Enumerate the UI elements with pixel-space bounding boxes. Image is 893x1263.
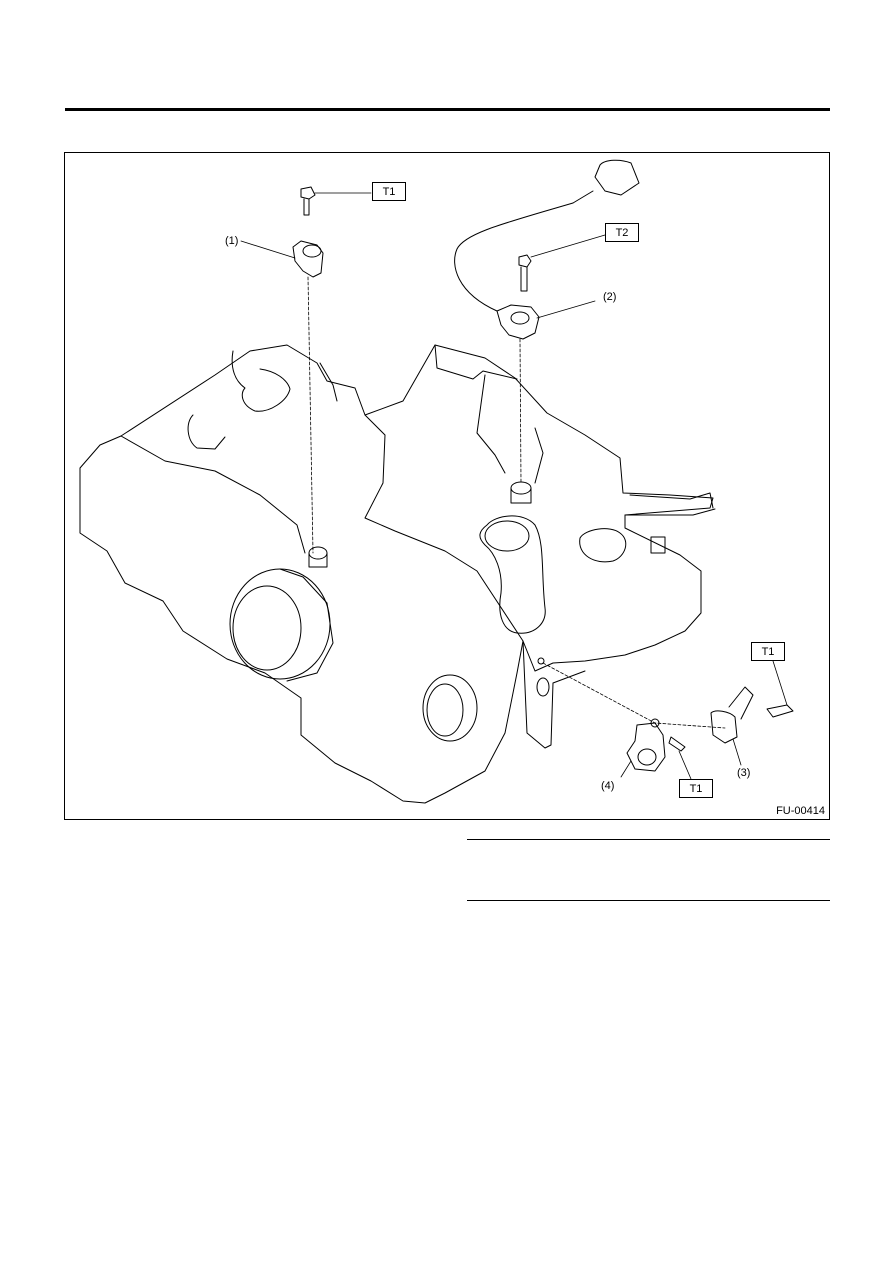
table-rule-bottom <box>467 900 830 901</box>
connector-boot <box>572 190 594 204</box>
torque-tag-t2: T2 <box>605 223 639 242</box>
oil-pan-edge <box>522 640 586 749</box>
guide-line-1 <box>307 276 314 554</box>
leader-tag-4 <box>678 750 692 780</box>
cam-sensor-body <box>292 240 324 278</box>
torque-tag-t1-bottom: T1 <box>679 779 713 798</box>
crank-pulley-rim <box>279 568 334 682</box>
guide-line-2 <box>519 338 522 484</box>
crank-sensor-bore <box>536 677 550 697</box>
engine-port-left <box>187 414 226 450</box>
knock-sensor-stud <box>510 481 532 495</box>
engine-sensor-diagram: T1 T2 T1 T1 (1) (2) (3) (4) FU-00414 <box>64 152 830 820</box>
assembly-guide-lines <box>307 276 726 729</box>
header-rule <box>65 108 830 111</box>
engine-right-bank-ridge <box>476 374 506 474</box>
bracket-bolt <box>668 736 686 752</box>
thermostat-boss <box>579 528 627 563</box>
engine-right-bank-crease <box>534 427 544 484</box>
pipe-upper <box>629 492 714 509</box>
crank-sensor-hole <box>537 657 545 665</box>
crank-sensor-tab <box>728 686 754 720</box>
callout-leaders <box>240 192 788 780</box>
connector-body <box>594 159 640 196</box>
table-rule-top <box>467 839 830 840</box>
torque-tag-t1-top: T1 <box>372 182 406 201</box>
engine-line-drawing <box>79 159 794 804</box>
leader-tag-2 <box>530 234 606 258</box>
engine-left-bank-crease <box>120 435 306 554</box>
crank-sensor-bolt <box>766 704 794 718</box>
leader-tag-3 <box>772 660 788 706</box>
leader-2 <box>536 300 596 319</box>
crank-pulley-face <box>232 585 302 671</box>
torque-tag-t1-right: T1 <box>751 642 785 661</box>
crank-pulley-outer <box>229 568 331 680</box>
crank-sensor-head <box>710 710 738 744</box>
cam-sensor-boss-left-body <box>308 552 328 568</box>
lower-pulley-inner <box>426 683 464 737</box>
knock-sensor-body <box>496 304 540 340</box>
leader-3 <box>732 738 742 766</box>
knock-sensor-hole <box>510 311 530 325</box>
cam-sensor-boss-left <box>308 546 328 560</box>
guide-line-3 <box>542 662 726 729</box>
engine-rib-1 <box>319 362 338 402</box>
engine-right-bank-outline <box>364 344 714 672</box>
coolant-outlet-port <box>484 520 530 552</box>
callout-2: (2) <box>603 291 617 303</box>
callout-1: (1) <box>225 235 239 247</box>
engine-right-bank-top <box>434 344 518 380</box>
coolant-outlet <box>479 515 546 634</box>
lower-pulley-outer <box>422 674 478 742</box>
engine-boss-left <box>231 350 291 412</box>
sensor-bracket-hole <box>637 748 657 766</box>
callout-3: (3) <box>737 767 751 779</box>
figure-id: FU-00414 <box>776 805 825 817</box>
engine-left-bank-outline <box>79 344 524 804</box>
knock-sensor-bolt-shank <box>520 266 528 292</box>
pipe-lower <box>624 508 716 516</box>
sensor-tab <box>650 536 666 554</box>
cam-sensor-face <box>302 244 322 258</box>
cam-sensor-bolt-head <box>300 186 316 200</box>
leader-1 <box>240 240 296 259</box>
knock-sensor-bolt-head <box>518 254 532 268</box>
cam-sensor-bolt-shank <box>303 198 310 216</box>
knock-sensor-stud-body <box>510 487 532 504</box>
sensor-bracket-body <box>626 722 666 772</box>
sensor-cable <box>454 202 574 312</box>
callout-4: (4) <box>601 780 615 792</box>
leader-4 <box>620 760 632 778</box>
